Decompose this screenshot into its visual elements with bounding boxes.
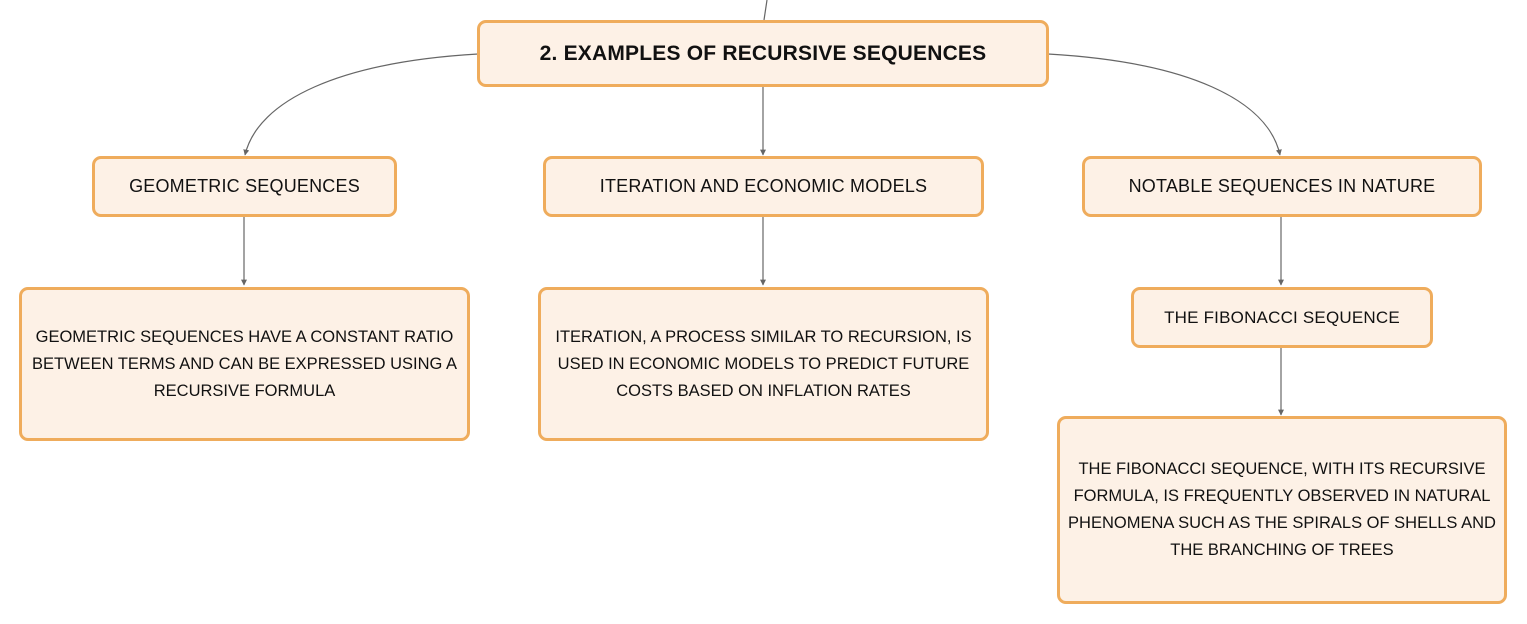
subtopic-label: THE FIBONACCI SEQUENCE [1164,307,1400,327]
topic-notable-sequences-in-nature[interactable]: NOTABLE SEQUENCES IN NATURE [1082,156,1482,217]
topic-label: ITERATION AND ECONOMIC MODELS [599,176,928,196]
incoming-connector [763,0,768,21]
connector-root-to-geometric [243,53,479,156]
root-topic-node[interactable]: 2. EXAMPLES OF RECURSIVE SEQUENCES [477,20,1049,87]
topic-label: NOTABLE SEQUENCES IN NATURE [1128,176,1436,196]
detail-iteration-economic-models[interactable]: ITERATION, A PROCESS SIMILAR TO RECURSIO… [538,287,989,441]
detail-geometric-sequences[interactable]: GEOMETRIC SEQUENCES HAVE A CONSTANT RATI… [19,287,470,441]
topic-label: GEOMETRIC SEQUENCES [129,176,360,196]
detail-text: GEOMETRIC SEQUENCES HAVE A CONSTANT RATI… [31,327,458,400]
root-topic-label: 2. EXAMPLES OF RECURSIVE SEQUENCES [539,41,987,65]
subtopic-fibonacci-sequence[interactable]: THE FIBONACCI SEQUENCE [1131,287,1433,348]
connector-root-to-nature [1047,53,1282,156]
topic-iteration-economic-models[interactable]: ITERATION AND ECONOMIC MODELS [543,156,984,217]
detail-text: THE FIBONACCI SEQUENCE, WITH ITS RECURSI… [1068,460,1496,559]
topic-geometric-sequences[interactable]: GEOMETRIC SEQUENCES [92,156,397,217]
detail-fibonacci-sequence[interactable]: THE FIBONACCI SEQUENCE, WITH ITS RECURSI… [1057,416,1507,604]
detail-text: ITERATION, A PROCESS SIMILAR TO RECURSIO… [555,327,972,400]
